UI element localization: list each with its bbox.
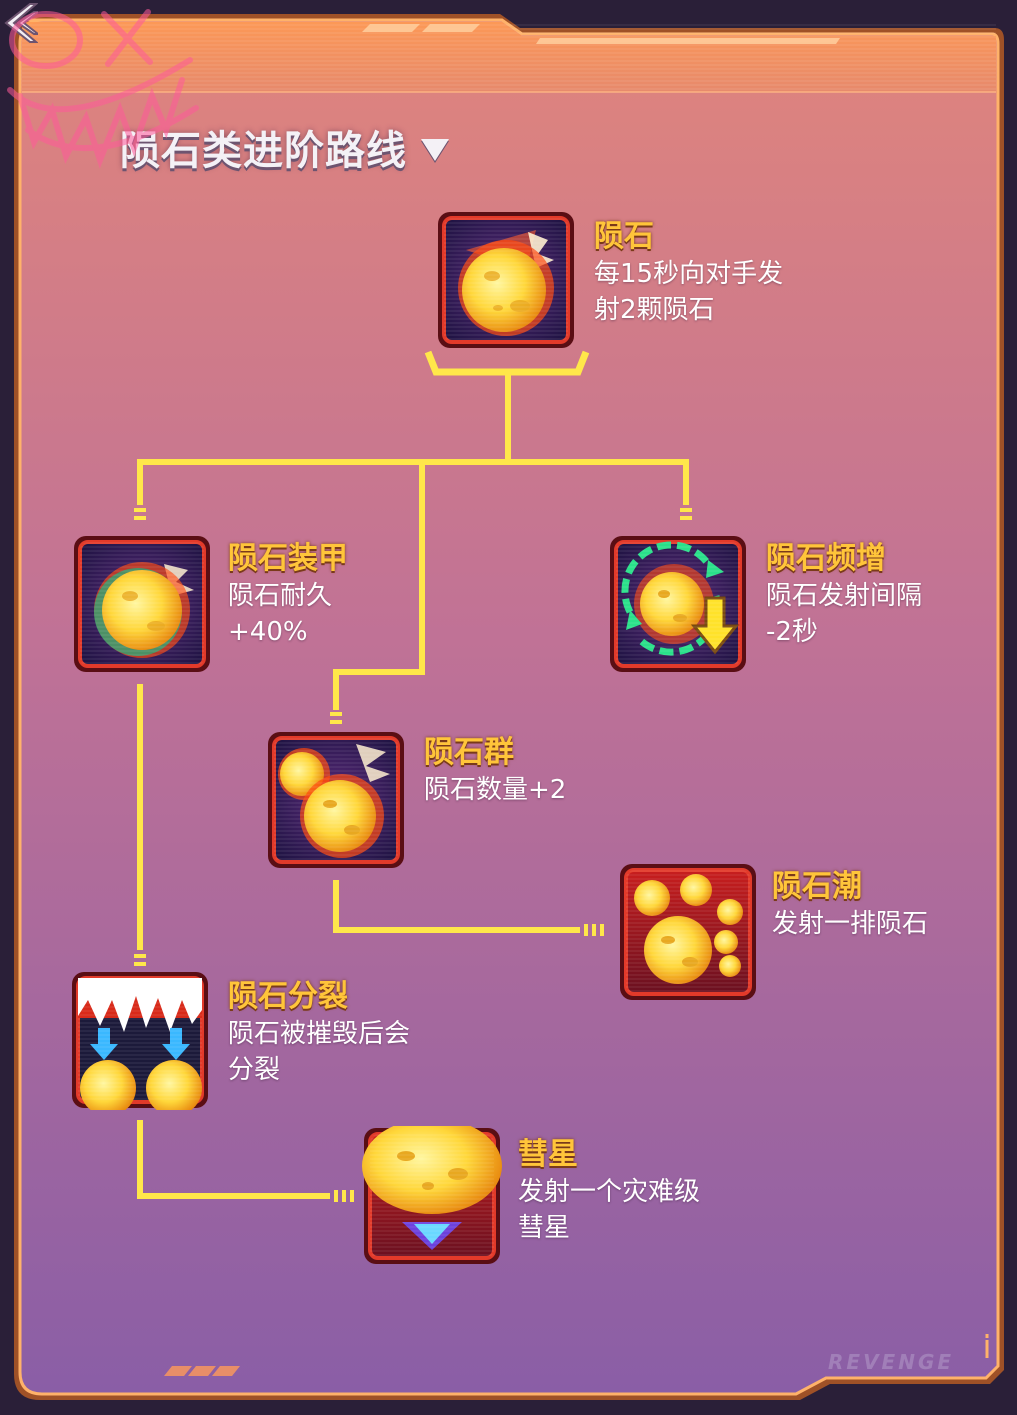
meteor-frequency-icon[interactable] bbox=[608, 534, 748, 674]
node-name: 陨石频增 bbox=[766, 541, 886, 576]
node-name: 陨石 bbox=[594, 219, 654, 254]
brand-watermark: REVENGE bbox=[828, 1350, 955, 1374]
meteor-split-icon[interactable] bbox=[70, 970, 210, 1110]
meteor-swarm-icon[interactable] bbox=[266, 730, 406, 870]
node-meteor-swarm: 陨石群 陨石数量+2 bbox=[424, 734, 566, 808]
dropdown-arrow-icon[interactable] bbox=[421, 139, 449, 161]
node-name: 陨石群 bbox=[424, 735, 514, 770]
tree-connectors bbox=[137, 350, 689, 1199]
node-meteor-split: 陨石分裂 陨石被摧毁后会 分裂 bbox=[228, 978, 410, 1088]
node-desc: 发射一排陨石 bbox=[772, 909, 929, 939]
meteor-armor-icon[interactable] bbox=[72, 534, 212, 674]
page-title-text: 陨石类进阶路线 bbox=[120, 128, 407, 174]
node-comet: 彗星 发射一个灾难级 彗星 bbox=[518, 1136, 700, 1246]
node-name: 陨石潮 bbox=[772, 869, 862, 904]
node-desc: 陨石数量+2 bbox=[424, 775, 567, 805]
node-desc: 陨石发射间隔 -2秒 bbox=[766, 581, 923, 647]
node-meteor: 陨石 每15秒向对手发 射2颗陨石 bbox=[594, 218, 783, 328]
node-meteor-tide: 陨石潮 发射一排陨石 bbox=[772, 868, 928, 942]
node-desc: 每15秒向对手发 射2颗陨石 bbox=[594, 259, 784, 325]
node-desc: 陨石耐久 +40% bbox=[228, 581, 333, 647]
comet-icon[interactable] bbox=[362, 1126, 502, 1266]
node-desc: 陨石被摧毁后会 分裂 bbox=[228, 1019, 411, 1085]
node-name: 陨石分裂 bbox=[228, 979, 348, 1014]
node-name: 陨石装甲 bbox=[228, 541, 348, 576]
node-name: 彗星 bbox=[518, 1137, 578, 1172]
meteor-icon[interactable] bbox=[436, 210, 576, 350]
meteor-tide-icon[interactable] bbox=[618, 862, 758, 1002]
node-meteor-armor: 陨石装甲 陨石耐久 +40% bbox=[228, 540, 348, 650]
grin-face-decoration-icon bbox=[7, 9, 199, 169]
node-desc: 发射一个灾难级 彗星 bbox=[518, 1177, 701, 1243]
page-title[interactable]: 陨石类进阶路线 bbox=[120, 122, 449, 174]
node-meteor-frequency: 陨石频增 陨石发射间隔 -2秒 bbox=[766, 540, 922, 650]
